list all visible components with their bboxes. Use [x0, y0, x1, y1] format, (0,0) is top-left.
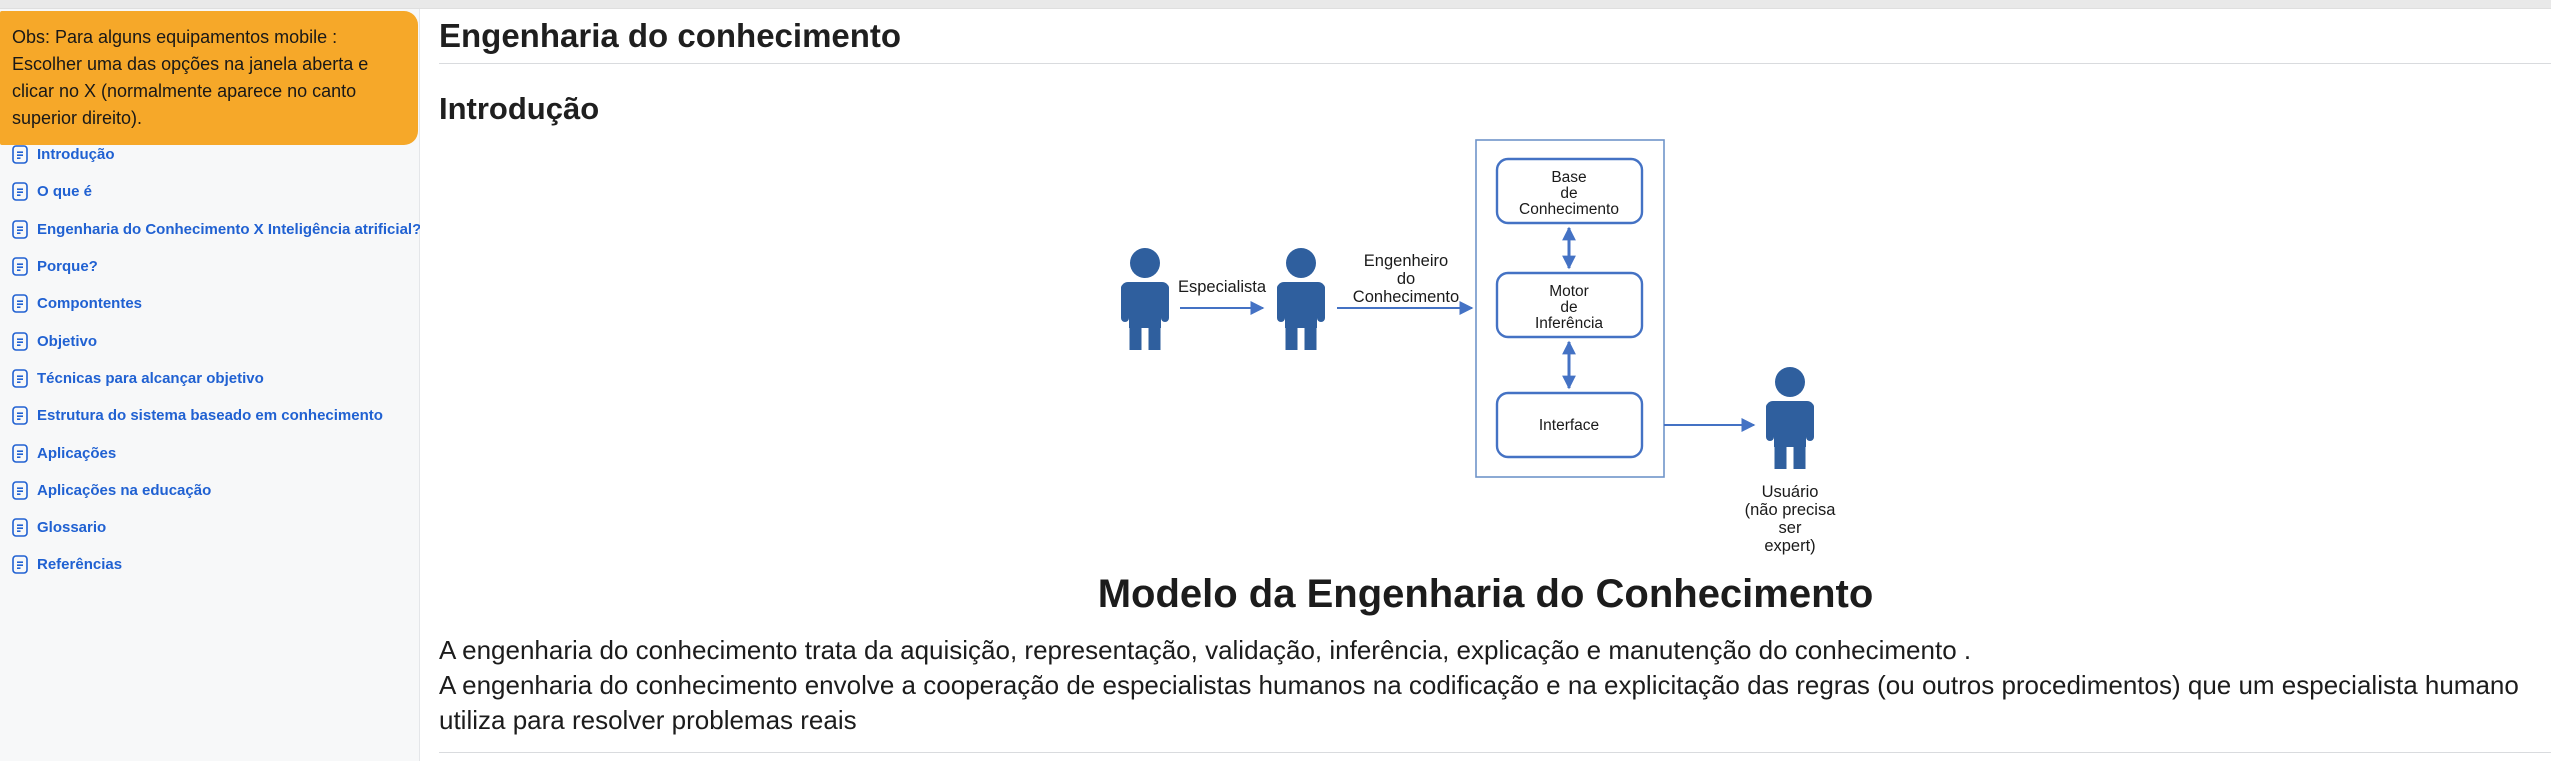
sidebar-item-label: Aplicações na educação — [37, 481, 212, 499]
sidebar-item-label: Aplicações — [37, 444, 117, 462]
sidebar-item-label: O que é — [37, 183, 93, 201]
sidebar-item-glossario[interactable]: Glossario — [0, 509, 418, 546]
document-icon — [12, 145, 28, 164]
sidebar-item-label: Glossario — [37, 519, 107, 537]
document-icon — [12, 369, 28, 388]
document-icon — [12, 182, 28, 202]
document-icon — [12, 219, 28, 239]
sidebar-item-estrutura[interactable]: Estrutura do sistema baseado em conhecim… — [0, 397, 418, 434]
specialist-label: Especialista — [1178, 278, 1267, 296]
mobile-note-box: Obs: Para alguns equipamentos mobile : E… — [0, 11, 418, 145]
document-icon — [12, 294, 28, 314]
interface-label: Interface — [1539, 417, 1599, 434]
user-label: Usuário — [1762, 483, 1819, 501]
bottom-divider — [439, 752, 2551, 753]
document-icon — [12, 555, 28, 575]
main-content: Engenharia do conhecimento Introdução — [420, 9, 2551, 761]
user-label: (não precisa — [1745, 501, 1837, 519]
sidebar-item-objetivo[interactable]: Objetivo — [0, 322, 418, 359]
sidebar-item-compontentes[interactable]: Compontentes — [0, 285, 418, 322]
document-icon — [12, 443, 28, 463]
sidebar-item-label: Referências — [37, 556, 123, 574]
sidebar-item-label: Porque? — [37, 258, 98, 276]
knowledge-base-label: de — [1560, 185, 1577, 202]
sidebar-item-label: Introdução — [37, 146, 115, 164]
sidebar-item-tecnicas[interactable]: Técnicas para alcançar objetivo — [0, 360, 418, 397]
interface-box — [1495, 391, 1644, 459]
sidebar-item-label: Técnicas para alcançar objetivo — [37, 369, 264, 387]
knowledge-engineer-person-icon — [1277, 248, 1325, 350]
sidebar-item-porque[interactable]: Porque? — [0, 248, 418, 285]
figure-caption: Modelo da Engenharia do Conhecimento — [1097, 572, 1874, 616]
sidebar-item-o-que-e[interactable]: O que é — [0, 173, 418, 210]
user-label: expert) — [1764, 537, 1815, 555]
paragraph: A engenharia do conhecimento envolve a c… — [439, 670, 2519, 735]
knowledge-base-box — [1495, 157, 1644, 225]
knowledge-engineering-diagram: Especialista Engenheiro do Conhecimento … — [1121, 139, 1837, 555]
inference-engine-label: Motor — [1549, 283, 1589, 300]
document-icon — [12, 257, 28, 276]
title-divider — [439, 63, 2551, 64]
document-icon — [12, 481, 28, 500]
body-text: A engenharia do conhecimento trata da aq… — [439, 633, 2527, 738]
sidebar: Obs: Para alguns equipamentos mobile : E… — [0, 9, 422, 761]
inference-engine-label: de — [1560, 299, 1577, 316]
section-heading-introducao: Introdução — [439, 91, 600, 126]
document-icon — [12, 518, 28, 537]
knowledge-base-label: Base — [1551, 169, 1586, 186]
mobile-note-text: Obs: Para alguns equipamentos mobile : E… — [12, 27, 369, 128]
sidebar-item-label: Compontentes — [37, 295, 142, 313]
user-person-icon — [1766, 367, 1814, 469]
sidebar-item-aplicacoes[interactable]: Aplicações — [0, 434, 418, 471]
knowledge-base-label: Conhecimento — [1519, 201, 1619, 218]
engineer-label: do — [1397, 270, 1415, 288]
document-icon — [12, 331, 28, 351]
sidebar-item-label: Objetivo — [37, 332, 98, 350]
inference-engine-box — [1495, 271, 1644, 339]
engineer-label: Engenheiro — [1364, 252, 1448, 270]
page-title: Engenharia do conhecimento — [439, 17, 902, 54]
specialist-person-icon — [1121, 248, 1169, 350]
sidebar-nav: Introdução O que é Engenharia do Conheci… — [0, 136, 422, 584]
sidebar-item-engenharia-x-ia[interactable]: Engenharia do Conhecimento X Inteligênci… — [0, 211, 422, 248]
paragraph: A engenharia do conhecimento trata da aq… — [439, 635, 1972, 665]
sidebar-item-label: Estrutura do sistema baseado em conhecim… — [37, 407, 383, 425]
sidebar-item-aplicacoes-educacao[interactable]: Aplicações na educação — [0, 472, 418, 509]
document-icon — [12, 406, 28, 426]
user-label: ser — [1779, 519, 1802, 537]
sidebar-item-referencias[interactable]: Referências — [0, 546, 418, 583]
sidebar-item-label: Engenharia do Conhecimento X Inteligênci… — [37, 220, 422, 238]
top-strip — [0, 0, 2551, 9]
inference-engine-label: Inferência — [1535, 315, 1603, 332]
sidebar-item-introducao[interactable]: Introdução — [0, 136, 418, 173]
engineer-label: Conhecimento — [1353, 288, 1459, 306]
